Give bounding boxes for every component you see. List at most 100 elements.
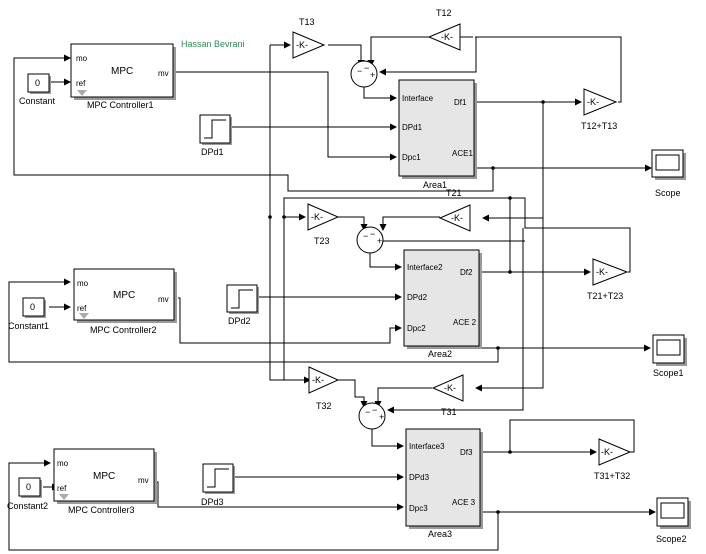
signal-lines [8,36,656,551]
author-watermark: Hassan Bevrani [181,39,245,49]
port-label: mo [76,54,88,63]
chevron-down-icon [79,313,89,319]
scope-block-3[interactable]: Scope2 [656,497,691,544]
gain-block-t13[interactable]: -K- T13 [292,17,326,59]
port-label: mv [158,295,169,304]
block-caption: Scope [655,188,681,198]
port-label: Df3 [460,448,473,457]
constant-block-1[interactable]: 0 Constant [19,73,56,106]
port-label: Dpc1 [402,153,421,162]
constant-value: 0 [35,78,40,88]
step-icon [207,468,229,488]
block-caption: Area2 [428,349,452,359]
block-caption: Constant2 [7,501,48,511]
step-block-dpd3[interactable]: DPd3 [201,463,235,507]
block-caption: DPd3 [201,497,224,507]
port-label: Df1 [454,98,467,107]
mpc-controller-1[interactable]: mo ref mv MPC MPC Controller1 [70,43,176,110]
gain-block-t12[interactable]: -K- T12 [427,8,461,51]
branch-points [268,100,545,514]
scope-block-2[interactable]: Scope1 [652,334,687,378]
sum-block-1[interactable]: − − + [350,60,378,88]
sign-minus: − [372,405,377,415]
port-label: Df2 [460,268,473,277]
sum-block-3[interactable]: − − + [358,402,386,430]
gain-symbol: -K- [296,40,308,50]
port-label: Dpc3 [409,504,428,513]
block-caption: Scope2 [656,534,687,544]
sign-minus: − [364,63,369,73]
port-label: DPd3 [409,473,430,482]
block-caption: Constant1 [8,321,49,331]
sign-plus: + [377,236,382,246]
chevron-down-icon [59,494,69,500]
port-label: DPd2 [407,293,428,302]
port-label: mo [57,459,69,468]
gain-symbol: -K- [587,97,599,107]
port-label: ref [77,304,87,313]
port-label: ref [57,484,67,493]
gain-block-t32[interactable]: -K- T32 [308,366,340,411]
port-label: Dpc2 [407,324,426,333]
block-title: MPC [111,66,133,77]
block-caption: DPd1 [201,147,224,157]
gain-block-t12-t13[interactable]: -K- T12+T13 [581,88,618,131]
area-subsystem-1[interactable]: Interface DPd1 Dpc1 Df1 ACE1 Area1 [398,79,477,190]
constant-block-3[interactable]: 0 Constant2 [7,477,48,511]
area-subsystem-2[interactable]: Interface2 DPd2 Dpc2 Df2 ACE 2 Area2 [403,249,482,359]
block-caption: Scope1 [653,368,684,378]
gain-symbol: -K- [312,375,324,385]
block-caption: T31 [441,407,457,417]
gain-symbol: -K- [311,212,323,222]
block-title: MPC [93,471,115,482]
block-caption: T32 [316,401,332,411]
block-caption: T12 [436,8,452,18]
scope-screen-icon [660,502,685,519]
block-caption: MPC Controller2 [90,325,157,335]
block-caption: T31+T32 [594,471,630,481]
port-label: Interface3 [409,442,445,451]
sum-block-2[interactable]: − − + [356,226,384,254]
step-icon [231,289,253,309]
block-caption: Area3 [428,529,452,539]
gain-block-t21[interactable]: -K- T21 [438,188,471,232]
block-title: MPC [113,290,135,301]
block-caption: T12+T13 [581,121,617,131]
step-block-dpd2[interactable]: DPd2 [226,284,259,326]
port-label: ref [76,79,86,88]
scope-block-1[interactable]: Scope [651,149,686,198]
area-subsystem-3[interactable]: Interface3 DPd3 Dpc3 Df3 ACE 3 Area3 [405,428,483,539]
scope-screen-icon [656,339,681,356]
gain-block-t31-t32[interactable]: -K- T31+T32 [594,438,632,481]
constant-value: 0 [26,482,31,492]
sign-minus: − [363,231,368,241]
mpc-controller-3[interactable]: mo ref mv MPC MPC Controller3 [53,448,157,515]
block-caption: Area1 [423,180,447,190]
step-icon [204,119,226,139]
constant-block-2[interactable]: 0 Constant1 [8,297,49,331]
sign-minus: − [357,66,362,76]
block-caption: Constant [19,96,56,106]
sign-plus: + [379,412,384,422]
scope-screen-icon [655,154,680,171]
mpc-controller-2[interactable]: mo ref mv MPC MPC Controller2 [73,268,177,335]
gain-symbol: -K- [596,267,608,277]
port-label: mv [158,69,169,78]
block-caption: MPC Controller1 [87,100,154,110]
port-label: ACE1 [452,149,473,158]
block-caption: T13 [299,17,315,27]
gain-symbol: -K- [441,32,453,42]
sign-plus: + [370,70,375,80]
sign-minus: − [370,229,375,239]
gain-block-t31[interactable]: -K- T31 [431,374,464,417]
port-label: Interface2 [407,263,443,272]
port-label: ACE 2 [453,318,477,327]
port-label: ACE 3 [452,498,476,507]
port-label: mv [138,476,149,485]
block-caption: DPd2 [228,316,251,326]
gain-block-t23[interactable]: -K- T23 [307,203,340,246]
step-block-dpd1[interactable]: DPd1 [199,114,232,157]
block-caption: T21 [446,188,462,198]
gain-block-t21-t23[interactable]: -K- T21+T23 [587,258,629,301]
